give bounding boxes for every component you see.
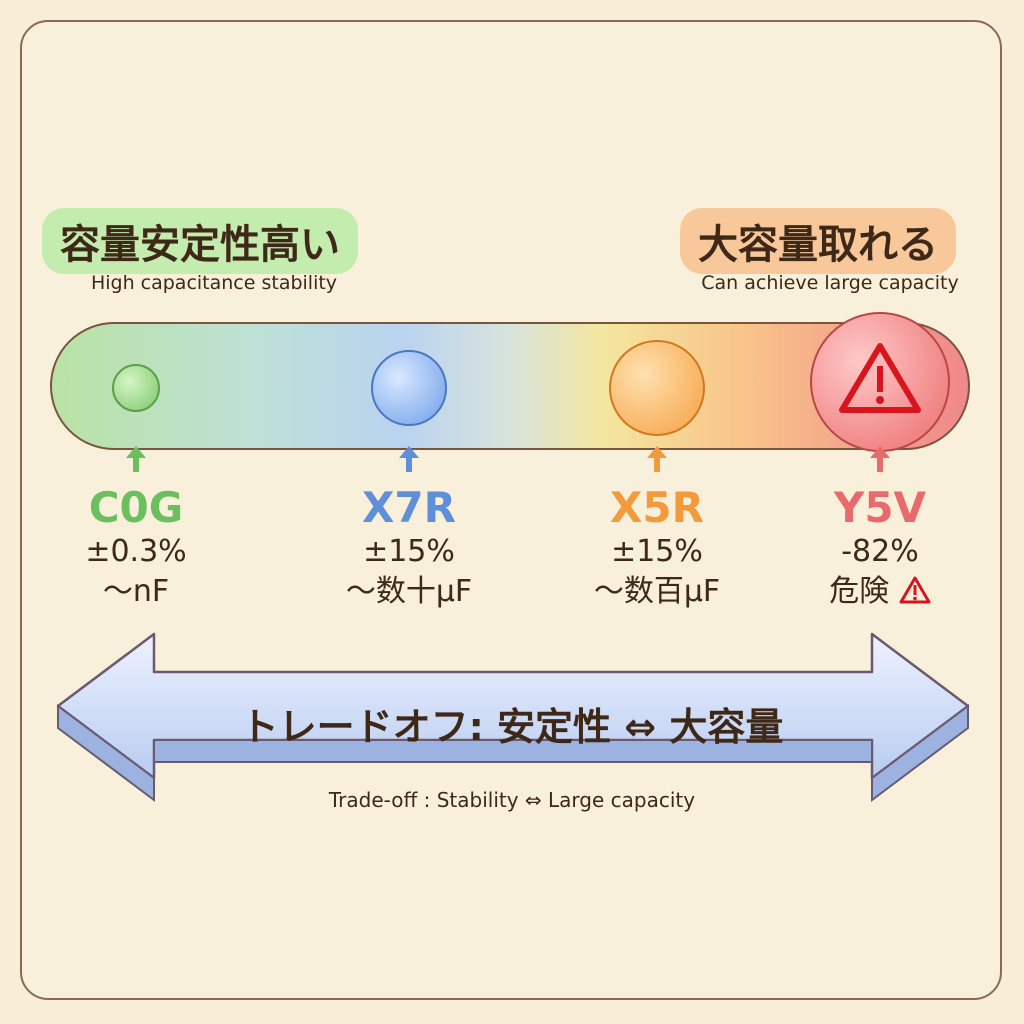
tradeoff-title: トレードオフ: 安定性 ⇔ 大容量 [240,705,784,749]
x7r-tolerance: ±15% [363,534,455,569]
stability-subheading: High capacitance stability [90,272,338,294]
x7r-code: X7R [362,483,456,532]
c0g-label: C0G ±0.3% 〜nF [26,484,246,612]
tradeoff-subtitle: Trade-off : Stability ⇔ Large capacity [328,788,696,812]
y5v-capacity-row: 危険 [770,572,990,612]
c0g-tolerance: ±0.3% [85,534,187,569]
stability-heading: 容量安定性高い [42,208,358,274]
y5v-ball [810,312,950,452]
x5r-code: X5R [610,483,704,532]
x5r-capacity: 〜数百μF [593,574,721,609]
x7r-ball [371,350,447,426]
x5r-tolerance: ±15% [611,534,703,569]
x5r-arrow-icon [647,446,667,472]
x5r-label: X5R ±15% 〜数百μF [547,484,767,612]
c0g-ball [112,364,160,412]
x7r-capacity: 〜数十μF [345,574,473,609]
warning-icon [839,343,921,413]
y5v-capacity: 危険 [829,574,890,609]
warning-icon [899,576,931,604]
y5v-code: Y5V [833,483,927,532]
capacity-subheading: Can achieve large capacity [701,272,959,294]
c0g-code: C0G [88,483,184,532]
frame [20,20,1002,1000]
capacity-heading: 大容量取れる [680,208,956,274]
x7r-label: X7R ±15% 〜数十μF [299,484,519,612]
y5v-label: Y5V -82% 危険 [770,484,990,612]
x7r-arrow-icon [399,446,419,472]
y5v-arrow-icon [870,446,890,472]
y5v-tolerance: -82% [841,534,919,569]
c0g-arrow-icon [126,446,146,472]
c0g-capacity: 〜nF [102,574,170,609]
double-arrow [56,632,970,802]
x5r-ball [609,340,705,436]
